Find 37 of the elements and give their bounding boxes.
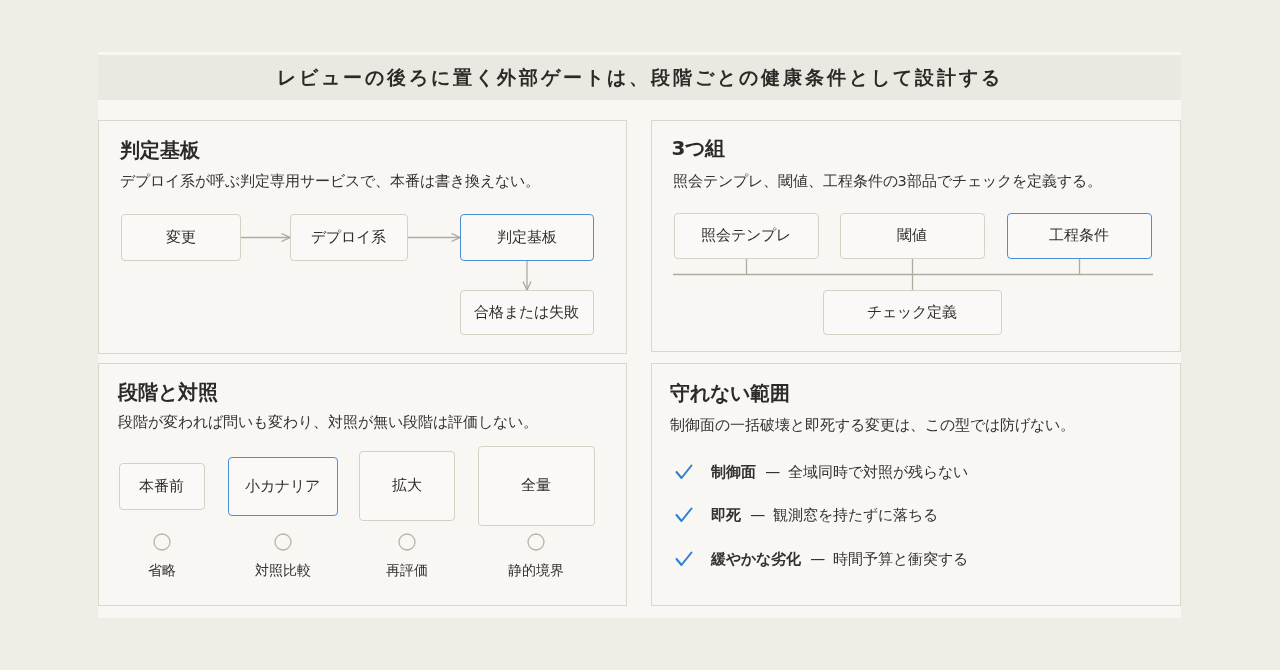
arrow	[240, 232, 291, 243]
connector-line	[672, 258, 914, 276]
stage-label: 再評価	[385, 561, 428, 580]
arrow	[407, 232, 461, 243]
panel-description: 段階が変われば問いも変わり、対照が無い段階は評価しない。	[117, 412, 538, 431]
panel-description: 制御面の一括破壊と即死する変更は、この型では防げない。	[669, 415, 1075, 434]
panel	[98, 363, 627, 606]
process-box: デプロイ系	[289, 213, 408, 261]
stage-box: 拡大	[358, 450, 455, 521]
panel	[98, 120, 627, 354]
stage-box: 小カナリア	[227, 456, 338, 516]
component-box: 閾値	[839, 212, 985, 259]
process-box: 判定基板	[459, 213, 594, 261]
check-item: 即死 — 観測窓を持たずに落ちる	[710, 505, 939, 524]
definition-box: チェック定義	[822, 289, 1002, 335]
process-box: 変更	[120, 213, 241, 261]
panel-heading: 判定基板	[119, 137, 200, 162]
stage-label: 省略	[147, 561, 176, 580]
stage-box: 本番前	[118, 462, 205, 510]
arrow	[522, 260, 532, 291]
panel-heading: 段階と対照	[117, 379, 218, 404]
component-box: 工程条件	[1006, 212, 1152, 259]
panel-heading: 守れない範囲	[669, 380, 790, 405]
stage-label: 静的境界	[508, 561, 564, 580]
panel-description: デプロイ系が呼ぶ判定専用サービスで、本番は書き換えない。	[119, 171, 540, 190]
connector-line	[911, 258, 1154, 276]
stage-label: 対照比較	[254, 561, 311, 580]
panel-heading: 3つ組	[671, 135, 726, 160]
check-item: 緩やかな劣化 — 時間予算と衝突する	[710, 549, 969, 568]
stage-box: 全量	[477, 445, 595, 526]
panel	[651, 363, 1181, 606]
component-box: 照会テンプレ	[673, 212, 819, 259]
title-banner: レビューの後ろに置く外部ゲートは、段階ごとの健康条件として設計する	[98, 55, 1181, 100]
check-item: 制御面 — 全域同時で対照が残らない	[710, 462, 969, 481]
result-box: 合格または失敗	[459, 289, 594, 335]
panel	[651, 120, 1181, 352]
panel-description: 照会テンプレ、閾値、工程条件の3部品でチェックを定義する。	[672, 171, 1102, 190]
